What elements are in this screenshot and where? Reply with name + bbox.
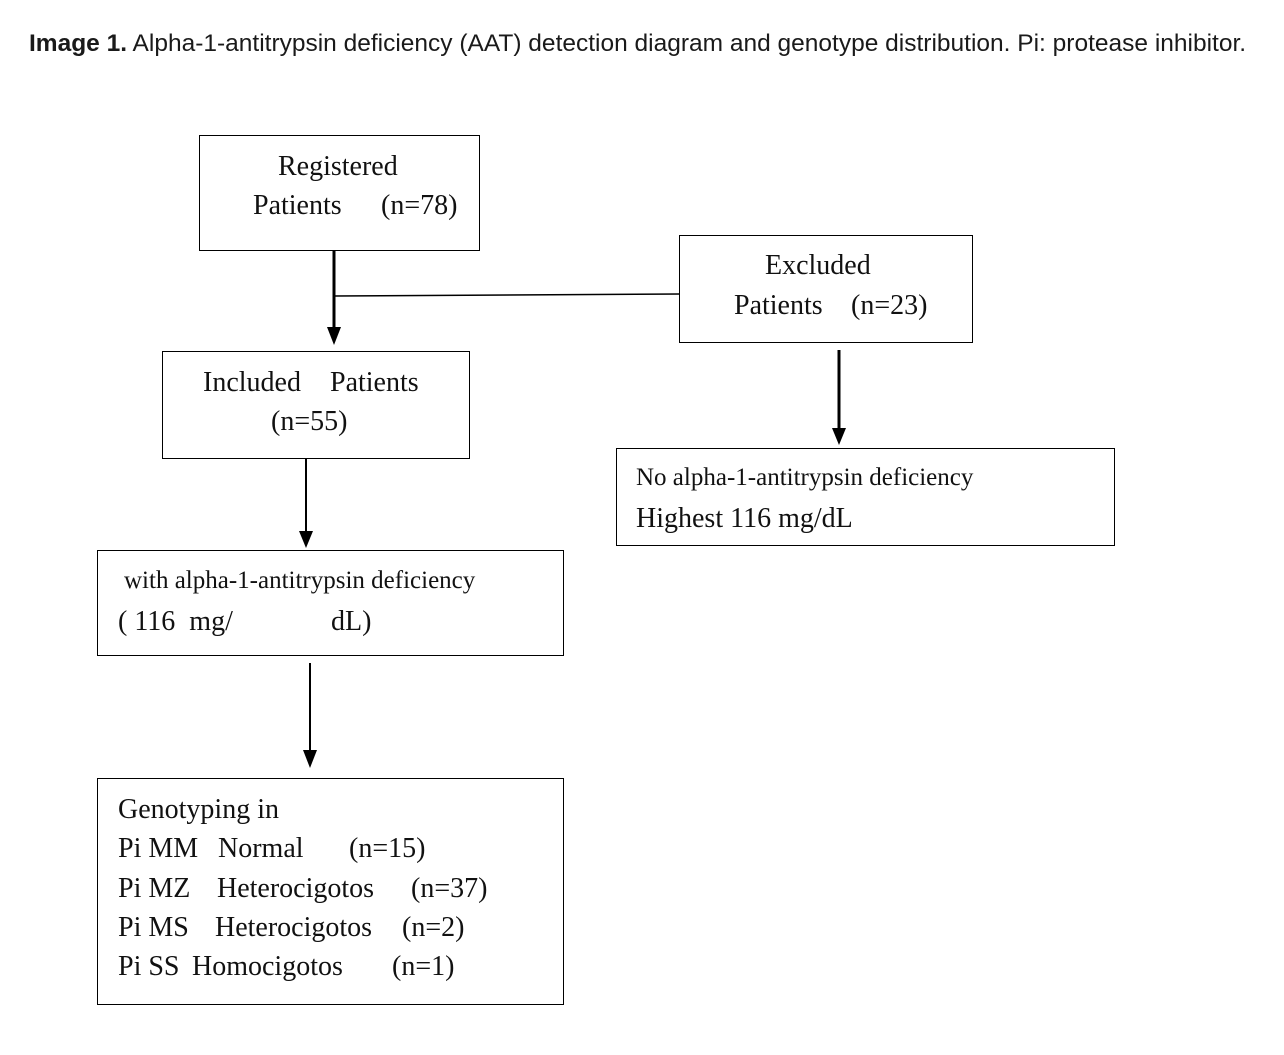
- registered-patients-box: Registered Patients (n=78): [199, 135, 480, 251]
- no-deficiency-box: No alpha-1-antitrypsin deficiency Highes…: [616, 448, 1115, 546]
- included-label: Included: [203, 367, 301, 398]
- included-patients-label: Patients: [330, 367, 419, 398]
- genotype-count: (n=2): [402, 912, 465, 943]
- genotype-type: Pi MM: [118, 833, 199, 864]
- with-deficiency-box: with alpha-1-antitrypsin deficiency ( 11…: [97, 550, 564, 656]
- genotype-desc: Homocigotos: [192, 951, 343, 982]
- included-patients-box: Included Patients (n=55): [162, 351, 470, 459]
- genotype-count: (n=15): [349, 833, 426, 864]
- figure-caption: Image 1. Alpha-1-antitrypsin deficiency …: [29, 27, 1255, 61]
- with-deficiency-label: with alpha-1-antitrypsin deficiency: [124, 567, 476, 594]
- arrowhead-included-to-with-deficiency: [299, 531, 313, 548]
- genotype-desc: Heterocigotos: [215, 912, 373, 943]
- caption-label: Image 1.: [29, 30, 128, 57]
- threshold-unit: dL): [331, 606, 372, 637]
- included-count: (n=55): [271, 406, 348, 437]
- genotype-type: Pi MS: [118, 912, 189, 943]
- excluded-patients-label: Patients: [734, 290, 823, 321]
- excluded-patients-box: Excluded Patients (n=23): [679, 235, 973, 343]
- no-deficiency-label: No alpha-1-antitrypsin deficiency: [636, 464, 974, 491]
- registered-count: (n=78): [381, 190, 458, 221]
- arrowhead-excluded-to-no-deficiency: [832, 428, 846, 445]
- genotyping-box: Genotyping in Pi MM Normal (n=15) Pi MZ …: [97, 778, 564, 1005]
- threshold-value: ( 116 mg/: [118, 606, 233, 637]
- genotype-type: Pi SS: [118, 951, 180, 982]
- genotype-count: (n=37): [411, 873, 488, 904]
- genotype-type: Pi MZ: [118, 873, 191, 904]
- arrowhead-with-deficiency-to-genotyping: [303, 750, 317, 768]
- arrowhead-registered-to-included: [327, 327, 341, 345]
- excluded-label: Excluded: [765, 250, 871, 281]
- genotype-desc: Heterocigotos: [217, 873, 375, 904]
- genotype-count: (n=1): [392, 951, 455, 982]
- connector-to-excluded: [333, 293, 681, 297]
- registered-label: Registered: [278, 151, 398, 182]
- registered-patients-label: Patients: [253, 190, 342, 221]
- genotype-desc: Normal: [218, 833, 304, 864]
- caption-text: Alpha-1-antitrypsin deficiency (AAT) det…: [132, 30, 1247, 57]
- genotyping-title: Genotyping in: [118, 794, 279, 825]
- excluded-count: (n=23): [851, 290, 928, 321]
- highest-value-label: Highest 116 mg/dL: [636, 503, 853, 534]
